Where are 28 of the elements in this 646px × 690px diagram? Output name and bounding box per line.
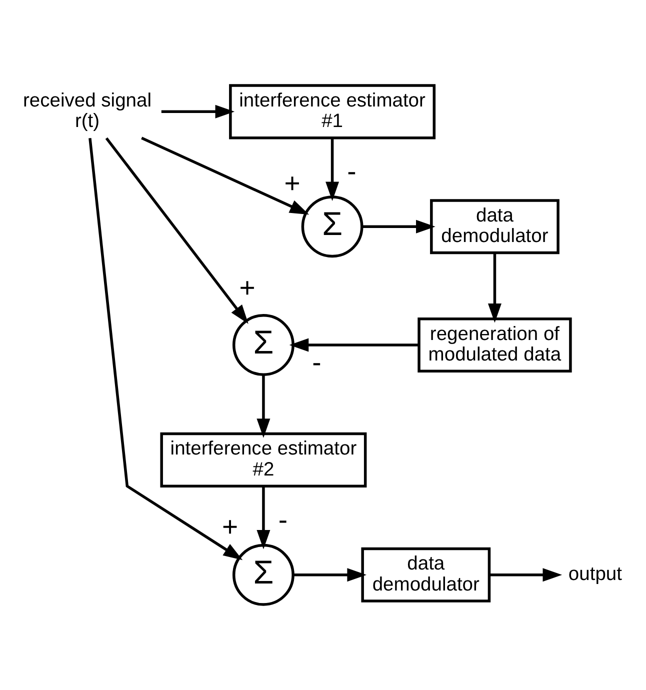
edge-label: + [239, 272, 256, 304]
edge-label: + [284, 167, 300, 198]
arrow [293, 568, 366, 582]
arrow [161, 104, 235, 118]
node-text: output [568, 564, 622, 585]
node-circle: Σ [232, 314, 294, 376]
arrow [141, 136, 310, 215]
arrow [488, 253, 502, 323]
edge-label: - [278, 504, 288, 535]
arrow [256, 486, 270, 550]
node-text: received signal r(t) [22, 90, 152, 132]
arrow [256, 374, 270, 438]
arrow [289, 338, 420, 352]
arrow [88, 138, 243, 560]
edge-label: + [222, 510, 238, 542]
arrow [489, 568, 562, 582]
node-circle: Σ [301, 196, 364, 258]
node-box: interference estimator #1 [229, 84, 436, 140]
node-box: regeneration of modulated data [418, 317, 572, 373]
node-circle: Σ [232, 544, 294, 606]
node-box: data demodulator [430, 199, 560, 254]
edge-label: - [312, 346, 322, 378]
arrow [326, 138, 340, 202]
arrow [362, 220, 436, 234]
edge-label: - [347, 156, 356, 187]
arrow [105, 137, 248, 324]
node-box: data demodulator [361, 547, 491, 602]
node-box: interference estimator #2 [160, 432, 367, 488]
